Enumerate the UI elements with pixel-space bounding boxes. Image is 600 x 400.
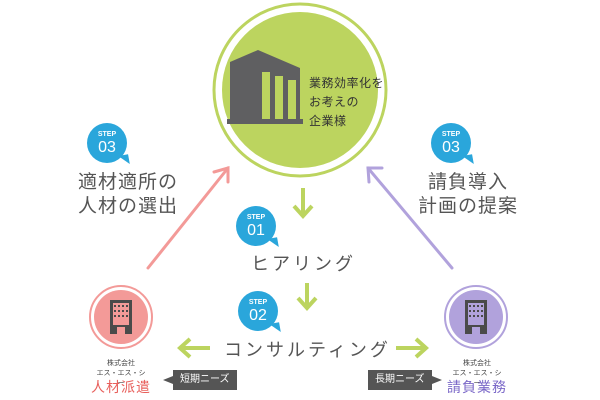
right-corp-name: エス・エス・シー <box>452 369 502 387</box>
short-term-needs-tag: 短期ニーズ <box>163 370 237 390</box>
step-left-line-1: 適材適所の <box>78 171 179 193</box>
purple-arrow <box>366 166 454 270</box>
building-icon-right <box>465 300 487 334</box>
hearing-label: ヒアリング <box>251 254 356 275</box>
step-badge-consulting: STEP 02 <box>238 291 278 331</box>
main-circle-ring <box>212 2 388 178</box>
center-line-3: 企業様 <box>309 114 347 128</box>
left-service-name: 人材派遣 <box>91 380 151 396</box>
step-badge-right: STEP 03 <box>431 123 471 163</box>
left-company-corp: 株式会社 エス・エス・シー <box>96 358 146 388</box>
left-corp-label: 株式会社 <box>107 359 135 367</box>
down-arrow-1 <box>292 188 314 219</box>
step-word: STEP <box>246 214 266 221</box>
building-columns <box>262 72 296 119</box>
step-word: STEP <box>441 131 461 138</box>
step-right-label: 請負導入 計画の提案 <box>418 170 518 218</box>
consulting-label: コンサルティング <box>224 340 391 361</box>
purple-circle-ring <box>444 285 508 349</box>
building-icon-left <box>110 300 132 334</box>
center-line-2: お考えの <box>309 95 360 109</box>
step-left-label: 適材適所の 人材の選出 <box>78 170 178 218</box>
step-number: 03 <box>98 139 116 156</box>
right-corp-label: 株式会社 <box>463 359 491 367</box>
step-right-line-2: 計画の提案 <box>418 195 519 217</box>
pink-arrow <box>146 166 230 270</box>
step-left-line-2: 人材の選出 <box>78 195 179 217</box>
right-arrow <box>396 337 429 359</box>
right-service-name: 請負業務 <box>447 380 507 396</box>
step-badge-hearing: STEP 01 <box>236 206 276 246</box>
step-word: STEP <box>248 299 268 306</box>
right-company-corp: 株式会社 エス・エス・シー <box>452 358 502 388</box>
step-number: 01 <box>247 222 265 239</box>
step-word: STEP <box>97 131 117 138</box>
long-term-needs-tag: 長期ニーズ <box>368 370 441 390</box>
left-corp-name: エス・エス・シー <box>96 369 146 387</box>
step-number: 02 <box>249 307 267 324</box>
down-arrow-2 <box>296 283 318 311</box>
step-badge-left: STEP 03 <box>87 123 127 163</box>
pink-circle-ring <box>89 285 153 349</box>
left-arrow <box>177 337 210 359</box>
step-number: 03 <box>442 139 460 156</box>
center-text: 業務効率化を お考えの 企業様 <box>309 74 384 131</box>
step-right-line-1: 請負導入 <box>428 171 509 193</box>
center-line-1: 業務効率化を <box>309 76 385 90</box>
